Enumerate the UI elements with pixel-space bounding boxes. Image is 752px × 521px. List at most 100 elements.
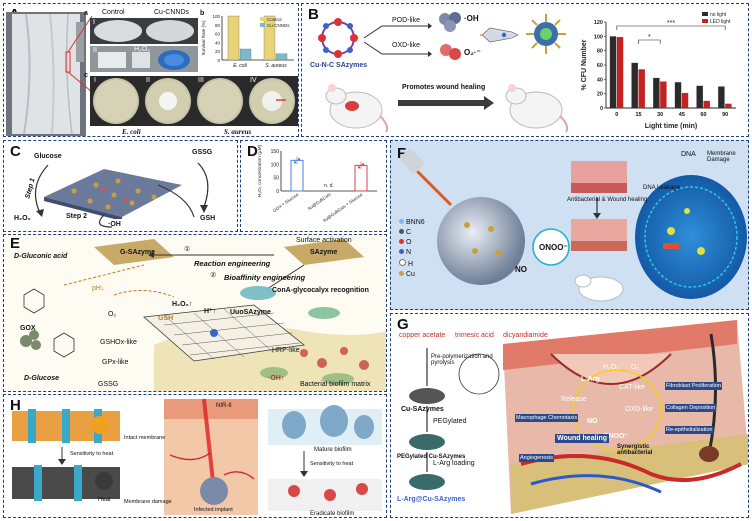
- h-intact: Intact membrane: [124, 435, 166, 441]
- e-background: [20, 239, 386, 391]
- legend-n: N: [399, 249, 439, 256]
- y-tick-label: 20: [597, 92, 603, 98]
- saureus-label: S. aureus: [224, 128, 252, 136]
- plate-3: [197, 78, 243, 124]
- g-dicyandiamide: dicyandiamide: [503, 332, 548, 339]
- g-larg-loading: L-Arg loading: [433, 460, 475, 467]
- bar: [631, 62, 638, 108]
- x-axis-label: Light time (min): [645, 123, 698, 130]
- f-illustration: [400, 149, 747, 302]
- e-step2: ②: [210, 272, 217, 279]
- g-larg-cu: L-Arg@Cu-SAzymes: [397, 496, 466, 503]
- f-no: NO: [515, 265, 527, 274]
- plate-1: [93, 78, 139, 124]
- y-tick-label: 60: [597, 63, 603, 69]
- c-oh: ·OH: [108, 221, 121, 228]
- g-pegcu: PEGylated Cu-SAzymes: [397, 454, 466, 460]
- bar: [275, 53, 288, 61]
- c-gssg: GSSG: [192, 149, 213, 156]
- sig-label: ***: [667, 20, 675, 27]
- plate-4: [249, 78, 295, 124]
- f-membrane: Membrane Damage: [707, 151, 736, 163]
- bar: [609, 36, 617, 108]
- c-h2o2: H₂O₂: [14, 215, 31, 222]
- g-angiogenesis: Angiogenesis: [519, 454, 555, 462]
- h-heat: Heat: [98, 497, 111, 503]
- e-gpx: GPx-like: [102, 359, 129, 366]
- e-dglucose: D-Glucose: [24, 375, 60, 382]
- legend-o: O: [399, 239, 439, 246]
- legend-swatch: [702, 12, 708, 16]
- dish-iii: III: [198, 77, 204, 84]
- legend-label: no light: [710, 12, 727, 18]
- h-sens2: Sensitivity to heat: [310, 461, 354, 467]
- e-sazyme: SAzyme: [310, 249, 338, 256]
- inhibition-zone-plates: [90, 76, 298, 126]
- e-gsazyme: G-SAzyme: [120, 249, 156, 256]
- o2-cluster: [440, 44, 461, 60]
- mouse-healed-icon: [505, 84, 569, 133]
- y-tick-label: 120: [594, 20, 603, 26]
- x-tick-label: 0: [615, 112, 618, 118]
- y-axis-label: % CFU Number: [581, 39, 588, 90]
- h-nir: NIR-II: [216, 403, 232, 409]
- pod-like: POD-like: [392, 17, 421, 24]
- plate-2: [145, 78, 191, 124]
- panel-a: A a b c Control Cu-CNNDs I II H₂O₂ 02040…: [3, 3, 299, 137]
- h-illustration: [12, 398, 382, 515]
- panel-g: G copper acetate trimesic acid dicyandia…: [390, 313, 749, 518]
- bar: [616, 37, 624, 108]
- g-pegylated: PEGylated: [433, 418, 467, 425]
- e-hrp: HRP-like: [272, 347, 300, 354]
- bacteria-icon: [526, 14, 566, 54]
- bar: [290, 159, 304, 192]
- wound-dressing-photo: [6, 12, 86, 136]
- cu-sazymes-label: Cu-N-C SAzymes: [310, 62, 368, 69]
- y-tick-label: 150: [271, 149, 280, 155]
- e-gshox: GSHOx-like: [100, 339, 137, 346]
- y-tick-label: 40: [215, 40, 221, 45]
- sublabel-b: b: [200, 10, 205, 17]
- f-onoo: ONOO⁻: [539, 243, 568, 252]
- g-trimesic: trimesic acid: [455, 332, 494, 339]
- row-i: I: [93, 19, 95, 26]
- dish-i: I: [94, 77, 96, 84]
- panel-b-label: B: [308, 6, 319, 23]
- g-copper-acetate: copper acetate: [399, 332, 446, 339]
- e-biofilm: Bacterial biofilm matrix: [300, 381, 371, 388]
- legend-swatch: [702, 19, 708, 23]
- h-infected: Infected implant: [194, 507, 233, 513]
- h2o2-label-a: H₂O₂: [134, 46, 150, 53]
- oh-cluster: [439, 12, 461, 32]
- bar: [263, 15, 276, 61]
- x-tick-label: 90: [722, 112, 728, 118]
- x-tick-label: 15: [635, 112, 641, 118]
- y-tick-label: 0: [217, 58, 220, 63]
- y-tick-label: 0: [600, 106, 603, 112]
- e-dgluconic: D-Gluconic acid: [14, 253, 68, 260]
- col-cu-cnnds: Cu-CNNDs: [154, 9, 189, 16]
- e-h2o2: H₂O₂↑: [172, 301, 193, 308]
- legend-swatch: [260, 17, 265, 21]
- b-heal-arrow: [398, 96, 494, 110]
- panel-f: F ONOO⁻ NO Antibacterial & Woun: [390, 140, 749, 310]
- f-legend: BNN6 C O N H Cu: [399, 219, 439, 278]
- x-tick-label: S. aureus: [265, 63, 287, 69]
- g-cat: CAT-like: [619, 384, 645, 391]
- g-cusazymes: Cu-SAzymes: [401, 406, 444, 413]
- legend-cu: Cu: [399, 271, 439, 278]
- e-gssg: GSSG: [98, 381, 119, 388]
- panel-d-label: D: [247, 143, 258, 160]
- bar: [674, 82, 682, 108]
- legend-c: C: [399, 229, 439, 236]
- e-cona: ConA-glycocalyx recognition: [272, 287, 369, 294]
- legend-bnn6: BNN6: [399, 219, 439, 226]
- e-o2: O₂: [108, 311, 117, 318]
- f-leakage: DNA Leakage: [643, 185, 681, 191]
- data-point: [293, 161, 297, 164]
- bar: [681, 92, 689, 108]
- data-point: [361, 163, 365, 166]
- y-tick-label: 100: [271, 162, 280, 168]
